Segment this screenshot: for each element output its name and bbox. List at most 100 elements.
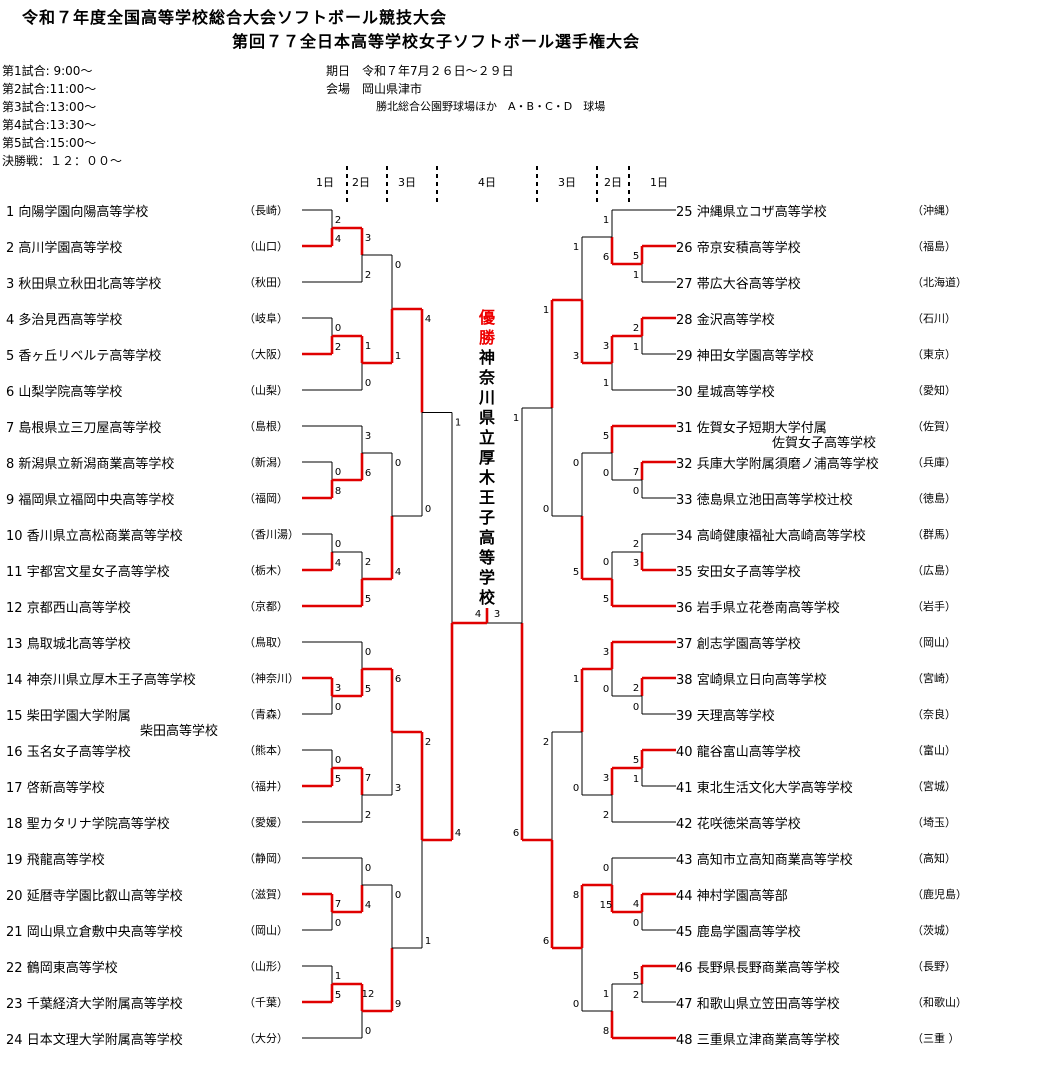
score-label: 4 (633, 899, 639, 910)
score-label: 7 (335, 899, 341, 910)
team-prefecture: （大阪） (244, 348, 288, 361)
team-school: 宮崎県立日向高等学校 (696, 673, 827, 688)
score-label: 2 (633, 323, 639, 334)
score-label: 8 (335, 486, 341, 497)
score-label: 0 (335, 702, 341, 713)
team-prefecture: （岡山） (244, 924, 288, 937)
team-number: 14 (6, 673, 23, 688)
score-label: 4 (365, 900, 371, 911)
schedule-item: 第4試合:13:30～ (2, 118, 97, 132)
team-prefecture: （茨城） (912, 924, 956, 937)
team-prefecture: （青森） (244, 708, 288, 721)
team-prefecture: （宮城） (912, 780, 956, 793)
day-header-center: 4日 (478, 176, 496, 189)
team-school: 岩手県立花巻南高等学校 (696, 601, 840, 616)
team-school: 宇都宮文星女子高等学校 (26, 565, 170, 580)
team-name: 5 香ヶ丘リベルテ高等学校 (6, 345, 161, 364)
team-name: 33 徳島県立池田高等学校辻校 (676, 489, 853, 508)
team-name: 11 宇都宮文星女子高等学校 (6, 561, 170, 580)
team-prefecture: （島根） (244, 420, 288, 433)
team-prefecture: （山口） (244, 240, 288, 253)
event-venue-detail: 勝北総合公園野球場ほか A・B・C・D 球場 (376, 100, 606, 113)
score-label: 8 (573, 890, 579, 901)
score-label: 0 (633, 486, 639, 497)
champion-name-char: 王 (478, 488, 495, 507)
schedule-item: 第5試合:15:00～ (2, 136, 97, 150)
score-label: 2 (365, 557, 371, 568)
team-prefecture: （広島） (912, 564, 956, 577)
team-school: 向陽学園向陽高等学校 (18, 205, 149, 220)
team-number: 12 (6, 601, 23, 616)
team-school: 徳島県立池田高等学校辻校 (696, 493, 853, 508)
score-label: 15 (600, 900, 613, 911)
team-number: 8 (6, 457, 15, 472)
team-school: 龍谷富山高等学校 (696, 745, 801, 760)
team-number: 45 (676, 925, 693, 940)
score-label: 1 (335, 971, 341, 982)
schedule-item: 第1試合: 9:00～ (2, 64, 93, 78)
team-name: 8 新潟県立新潟商業高等学校 (6, 453, 174, 472)
team-number: 29 (676, 349, 693, 364)
score-label: 6 (543, 936, 549, 947)
champion-name-char: 立 (478, 428, 495, 447)
team-name: 34 高崎健康福祉大高崎高等学校 (676, 525, 866, 544)
team-prefecture: （神奈川） (244, 672, 299, 685)
team-number: 20 (6, 889, 23, 904)
team-number: 43 (676, 853, 693, 868)
score-label: 0 (395, 260, 401, 271)
score-label: 1 (603, 378, 609, 389)
score-label: 0 (573, 458, 579, 469)
team-prefecture: （高知） (912, 852, 956, 865)
team-name: 44 神村学園高等部 (676, 885, 788, 904)
team-name: 39 天理高等学校 (676, 705, 775, 724)
team-school: 創志学園高等学校 (696, 637, 801, 652)
score-label: 1 (365, 341, 371, 352)
schedule-item: 決勝戦：１２：００～ (2, 154, 123, 168)
score-label: 2 (335, 215, 341, 226)
team-name: 3 秋田県立秋田北高等学校 (6, 273, 161, 292)
team-prefecture: （山形） (244, 960, 288, 973)
team-number: 19 (6, 853, 23, 868)
team-school: 玉名女子高等学校 (26, 745, 131, 760)
team-number: 32 (676, 457, 693, 472)
champion-name-char: 神 (478, 348, 495, 367)
day-header-left-3: 3日 (398, 176, 416, 189)
team-name: 13 鳥取城北高等学校 (6, 633, 131, 652)
team-number: 15 (6, 709, 23, 724)
team-name: 10 香川県立高松商業高等学校 (6, 525, 183, 544)
score-label: 0 (335, 467, 341, 478)
team-school: 山梨学院高等学校 (18, 385, 123, 400)
team-prefecture: （石川） (912, 312, 956, 325)
team-prefecture: （熊本） (244, 744, 288, 757)
score-label: 4 (335, 234, 341, 245)
team-number: 24 (6, 1033, 23, 1048)
team-prefecture: （埼玉） (912, 816, 956, 829)
team-name: 16 玉名女子高等学校 (6, 741, 131, 760)
team-number: 6 (6, 385, 15, 400)
team-number: 39 (676, 709, 693, 724)
team-name: 2 高川学園高等学校 (6, 237, 122, 256)
score-label: 0 (573, 783, 579, 794)
score-label: 1 (633, 270, 639, 281)
score-label: 0 (633, 918, 639, 929)
team-school: 日本文理大学附属高等学校 (26, 1033, 183, 1048)
score-label: 0 (335, 918, 341, 929)
team-number: 18 (6, 817, 23, 832)
score-label: 3 (603, 647, 609, 658)
score-label: 1 (573, 242, 579, 253)
score-label: 0 (603, 863, 609, 874)
team-school: 花咲徳栄高等学校 (696, 817, 801, 832)
team-name: 7 島根県立三刀屋高等学校 (6, 417, 161, 436)
score-label: 4 (335, 558, 341, 569)
team-prefecture: （静岡） (244, 852, 288, 865)
score-label: 1 (573, 674, 579, 685)
team-number: 4 (6, 313, 15, 328)
schedule-item: 第3試合:13:00～ (2, 100, 97, 114)
team-school: 帯広大谷高等学校 (696, 277, 801, 292)
team-school: 柴田学園大学附属 (26, 709, 131, 724)
team-name: 46 長野県長野商業高等学校 (676, 957, 840, 976)
team-school-line2: 佐賀女子高等学校 (772, 436, 877, 451)
team-name: 42 花咲徳栄高等学校 (676, 813, 801, 832)
score-label: 3 (633, 558, 639, 569)
score-label: 5 (335, 774, 341, 785)
